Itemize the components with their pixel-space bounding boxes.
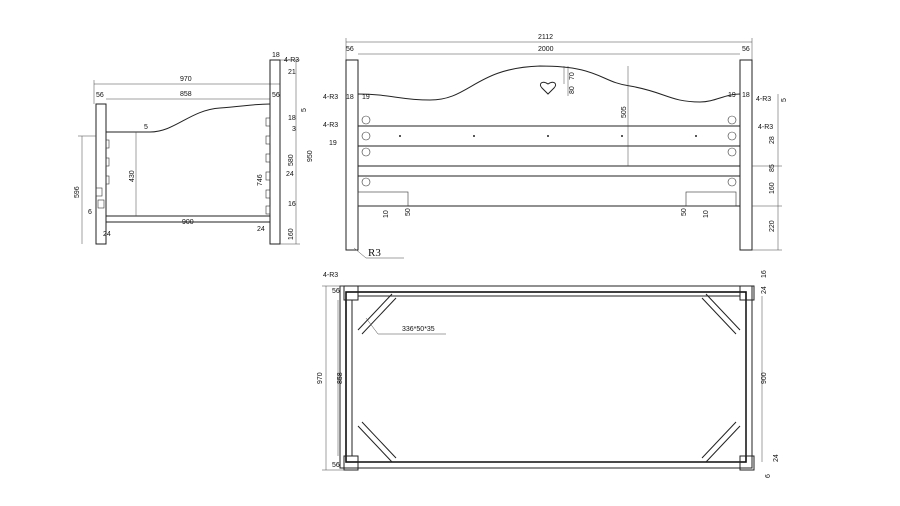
- side-leg-160: 160: [288, 228, 295, 240]
- plan-view: 336*50*35 4-R3 56 56 970 858 900 16 24 2…: [317, 270, 780, 478]
- front-dim-19-left: 19: [362, 94, 370, 101]
- side-height-596: 596: [74, 186, 81, 198]
- front-radius-left-top: 4-R3: [323, 94, 338, 101]
- front-dim-5: 5: [781, 98, 788, 102]
- front-dim-220: 220: [769, 220, 776, 232]
- side-right-3: 3: [292, 126, 296, 133]
- plan-width-970: 970: [317, 372, 324, 384]
- front-dim-160: 160: [769, 182, 776, 194]
- front-radius-left-mid: 4-R3: [323, 122, 338, 129]
- side-dim-5-left: 5: [144, 124, 148, 131]
- front-post-left: 56: [346, 46, 354, 53]
- side-dim-6: 6: [88, 209, 92, 216]
- front-height-505: 505: [621, 106, 628, 118]
- front-post-right: 56: [742, 46, 750, 53]
- side-height-430: 430: [129, 170, 136, 182]
- side-top-18: 18: [272, 52, 280, 59]
- side-rail-900: 900: [182, 219, 194, 226]
- plan-dim-24-top: 24: [761, 286, 768, 294]
- plan-dim-24-bottom: 24: [773, 454, 780, 462]
- front-dim-18-right: 18: [742, 92, 750, 99]
- plan-rail-900: 900: [761, 372, 768, 384]
- side-dim-16: 16: [288, 201, 296, 208]
- front-dim-19-right: 19: [728, 92, 736, 99]
- front-dim-85: 85: [769, 164, 776, 172]
- front-dim-10-right: 10: [703, 210, 710, 218]
- side-bottom-24-right: 24: [257, 226, 265, 233]
- front-dim-19-left-b: 19: [329, 140, 337, 147]
- front-width-total: 2112: [538, 34, 553, 41]
- side-radius-label: 4-R3: [284, 57, 299, 64]
- plan-post-top: 56: [332, 288, 340, 295]
- side-top-21: 21: [288, 69, 296, 76]
- plan-post-bottom: 56: [332, 462, 340, 469]
- side-width-inner: 858: [180, 91, 192, 98]
- plan-radius-label: 4-R3: [323, 272, 338, 279]
- side-height-746: 746: [257, 174, 264, 186]
- side-dim-5-right: 5: [301, 108, 308, 112]
- front-radius-right-top: 4-R3: [756, 96, 771, 103]
- front-dim-28: 28: [769, 136, 776, 144]
- side-post-right: 56: [272, 92, 280, 99]
- front-heart-70: 70: [569, 72, 576, 80]
- side-bottom-24-left: 24: [103, 231, 111, 238]
- plan-dim-16: 16: [761, 270, 768, 278]
- side-height-950: 950: [307, 150, 314, 162]
- plan-dim-6: 6: [765, 474, 772, 478]
- side-view: 970 858 56 56 430 596: [74, 52, 314, 245]
- front-dim-50-left: 50: [405, 208, 412, 216]
- side-width-total: 970: [180, 76, 192, 83]
- plan-width-858: 858: [337, 372, 344, 384]
- front-dim-50-right: 50: [681, 208, 688, 216]
- front-heart-80: 80: [569, 86, 576, 94]
- front-radius-callout: R3: [368, 247, 381, 259]
- side-right-18: 18: [288, 115, 296, 122]
- front-dim-18: 18: [346, 94, 354, 101]
- front-radius-right-mid: 4-R3: [758, 124, 773, 131]
- side-dim-24-mid: 24: [286, 171, 294, 178]
- front-view: 2112 2000 56 56: [323, 34, 788, 259]
- front-dim-10-left: 10: [383, 210, 390, 218]
- side-height-580: 580: [288, 154, 295, 166]
- side-post-left: 56: [96, 92, 104, 99]
- front-width-inner: 2000: [538, 46, 554, 53]
- plan-brace-label: 336*50*35: [402, 326, 435, 333]
